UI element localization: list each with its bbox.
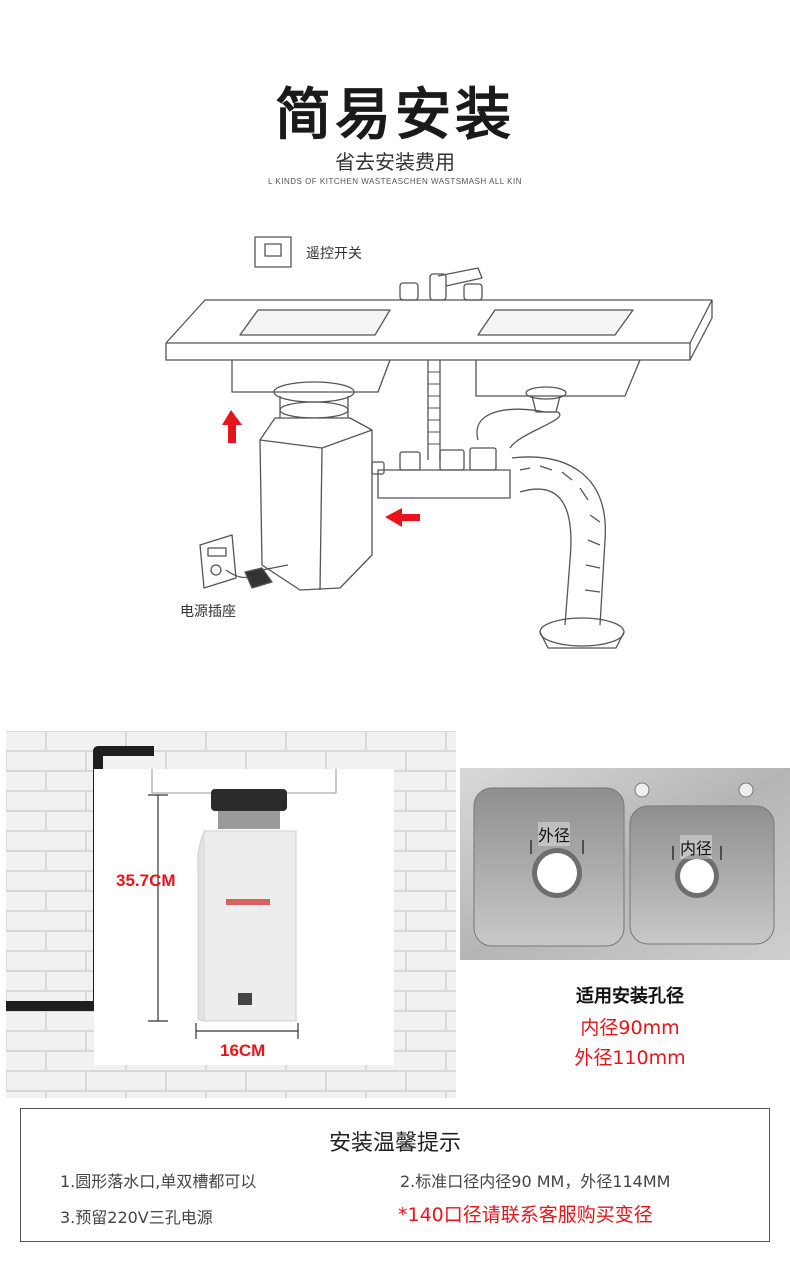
width-dimension-line (195, 1023, 299, 1039)
right-corrugated-hose (511, 456, 606, 626)
outer-hole-label: 外径 (538, 822, 571, 846)
tips-title: 安装温馨提示 (328, 1131, 461, 1156)
tip-item-2: 2.标准口径内径90 MM，外径114MM (400, 1172, 671, 1191)
width-label: 16CM (220, 1041, 266, 1060)
tip-item-3: 3.预留220V三孔电源 (60, 1208, 213, 1227)
horizontal-drain-pipe (377, 469, 511, 499)
right-corrugated-hose-top (476, 408, 561, 449)
disposer-body (259, 417, 373, 591)
power-adapter (244, 567, 273, 589)
remote-switch-button (264, 243, 282, 257)
arrow-left-icon (385, 508, 420, 527)
page-subtitle: 省去安装费用 (335, 150, 455, 174)
faucet-hole-right (738, 782, 754, 798)
remote-switch-icon (254, 236, 292, 268)
spec-inner: 内径90mm (580, 1017, 680, 1039)
tips-box (20, 1108, 770, 1242)
right-sink-opening (477, 309, 634, 336)
tip-item-1: 1.圆形落水口,单双槽都可以 (60, 1172, 257, 1191)
disposer-product-body (203, 830, 297, 1022)
sink-photo (460, 768, 790, 960)
faucet-hole-left (634, 782, 650, 798)
installation-diagram (165, 236, 713, 649)
power-socket-label: 电源插座 (180, 604, 236, 620)
faucet-body (429, 273, 447, 301)
arrows (222, 410, 420, 527)
left-sink-bowl (231, 359, 391, 393)
disposer-top-cap (211, 789, 287, 811)
page-tagline: L KINDS OF KITCHEN WASTEASCHEN WASTSMASH… (268, 177, 522, 186)
height-label: 35.7CM (116, 871, 176, 890)
arrow-up-icon (222, 410, 242, 443)
power-socket (199, 534, 237, 589)
right-drain-flange (525, 386, 567, 400)
height-dimension-line (148, 794, 168, 1022)
spec-title: 适用安装孔径 (576, 986, 684, 1007)
countertop (165, 299, 713, 344)
remote-switch-label: 遥控开关 (306, 246, 362, 262)
product-outlet (238, 993, 252, 1005)
faucet-handle-left (399, 282, 419, 301)
tip-item-4: *140口径请联系客服购买变径 (398, 1204, 653, 1226)
floor-drain (539, 617, 625, 647)
inner-hole-label: 内径 (680, 835, 713, 859)
page-title: 简易安装 (275, 83, 515, 148)
faucet-handle-right (463, 283, 483, 301)
center-drain-pipe (427, 360, 441, 460)
right-sink-bowl (475, 359, 641, 397)
left-sink-opening (239, 309, 391, 336)
spec-outer: 外径110mm (574, 1047, 686, 1069)
disposer-metal-ring (218, 811, 280, 829)
product-logo (226, 899, 270, 905)
brick-wall-panel (6, 731, 456, 1098)
